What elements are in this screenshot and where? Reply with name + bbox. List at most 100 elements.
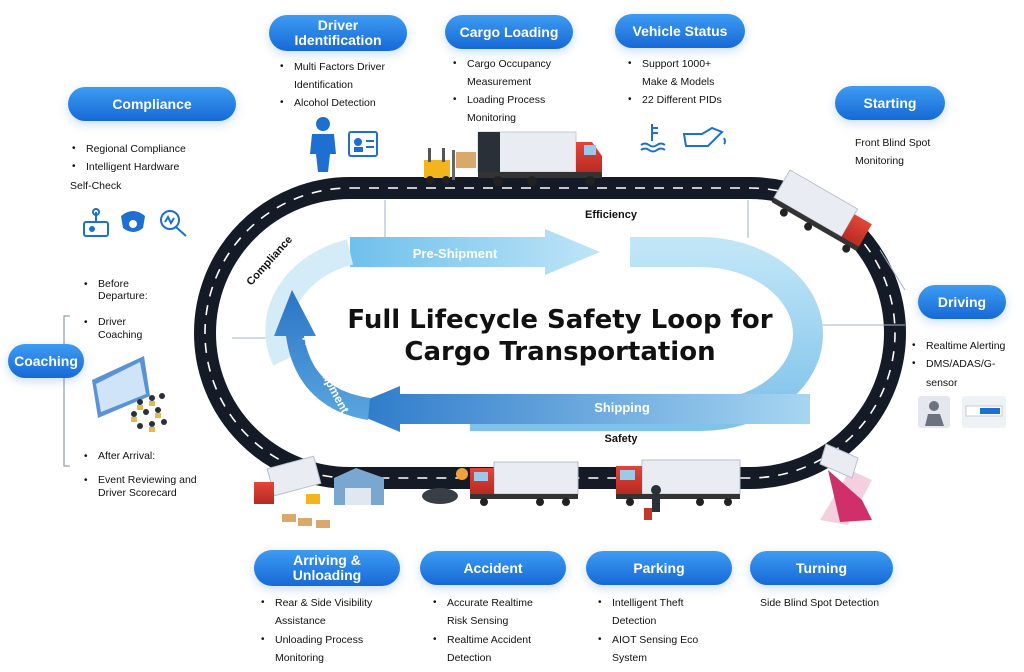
driver-identification-list: Multi Factors Driver: [278, 58, 385, 76]
driver-monitor-icon: [918, 396, 950, 428]
stage-starting: Starting: [835, 86, 945, 120]
driving-list: Realtime Alerting DMS/ADAS/G-: [910, 337, 1005, 373]
device-icon: [962, 396, 1006, 428]
list-item: Realtime Alerting: [910, 337, 1005, 355]
compliance-list: Regional Compliance Intelligent Hardware: [70, 140, 186, 176]
truck-icon: [477, 131, 602, 186]
parking-list-2: AIOT Sensing Eco: [596, 631, 698, 649]
temperature-icon: [640, 124, 666, 153]
road-track: [194, 177, 906, 489]
list-item-continuation: Measurement: [467, 76, 532, 88]
pre-shipment-arrow: [350, 229, 600, 275]
driver-identification-title-line2: Identification: [294, 32, 382, 48]
stage-parking: Parking: [586, 551, 732, 585]
list-item: Accurate Realtime: [431, 594, 533, 612]
driver-identification-list-2: Alcohol Detection: [278, 94, 376, 112]
cargo-loading-list: Cargo Occupancy: [451, 55, 551, 73]
list-item-continuation: Assistance: [275, 615, 326, 627]
arriving-list-2: Unloading Process: [259, 631, 363, 649]
list-item: Realtime Accident: [431, 631, 531, 649]
stage-arriving-unloading: Arriving & Unloading: [254, 550, 400, 586]
cargo-loading-list-2: Loading Process: [451, 91, 545, 109]
stage-driving: Driving: [918, 285, 1006, 319]
list-item: DMS/ADAS/G-: [910, 355, 1005, 373]
starting-truck-icon: [771, 169, 872, 253]
list-item: Support 1000+: [626, 55, 711, 73]
list-item-continuation: Detection: [612, 615, 657, 627]
driver-icon: [310, 117, 336, 172]
starting-text-line2: Monitoring: [855, 155, 905, 167]
parking-truck-icon: [616, 459, 741, 520]
camera-dome-icon: [121, 211, 145, 232]
arriving-title-line1: Arriving &: [293, 552, 361, 568]
list-item: Cargo Occupancy: [451, 55, 551, 73]
coaching-before-list: Before: [82, 278, 129, 291]
list-item: Unloading Process: [259, 631, 363, 649]
stage-compliance: Compliance: [68, 87, 236, 121]
pre-shipment-label: Pre-Shipment: [413, 246, 498, 261]
list-item: Loading Process: [451, 91, 545, 109]
shipping-arrow: [345, 386, 810, 432]
list-item-continuation: sensor: [926, 377, 958, 389]
safety-label: Safety: [604, 433, 638, 445]
list-item: Multi Factors Driver: [278, 58, 385, 76]
classroom-icon: [92, 356, 167, 432]
list-item-continuation: Coaching: [98, 329, 143, 341]
list-item-continuation: Detection: [447, 652, 492, 664]
coaching-after-list: After Arrival:: [82, 450, 155, 463]
stage-turning: Turning: [750, 551, 893, 585]
stage-vehicle-status: Vehicle Status: [615, 14, 745, 48]
list-item-continuation: Monitoring: [467, 112, 517, 124]
list-item: After Arrival:: [82, 450, 155, 463]
list-item: Regional Compliance: [70, 140, 186, 158]
list-item-continuation: Identification: [294, 79, 353, 91]
list-item-continuation: System: [612, 652, 648, 664]
efficiency-label: Efficiency: [585, 209, 638, 221]
turning-truck-icon: [819, 443, 872, 525]
parking-list: Intelligent Theft: [596, 594, 684, 612]
coaching-driver-list: Driver: [82, 316, 126, 329]
arriving-list: Rear & Side Visibility: [259, 594, 372, 612]
diagram-title-line1: Full Lifecycle Safety Loop for: [347, 305, 772, 335]
stage-cargo-loading: Cargo Loading: [445, 15, 573, 49]
stage-driver-identification: Driver Identification: [269, 15, 407, 51]
list-item: Before: [82, 278, 129, 291]
list-item-continuation: Self-Check: [70, 180, 122, 192]
list-item: Rear & Side Visibility: [259, 594, 372, 612]
list-item: Driver: [82, 316, 126, 329]
stage-accident: Accident: [420, 551, 566, 585]
list-item: Intelligent Theft: [596, 594, 684, 612]
vehicle-status-list-2: 22 Different PIDs: [626, 91, 722, 109]
search-icon: [160, 210, 187, 237]
list-item: Intelligent Hardware: [70, 158, 186, 176]
list-item: AIOT Sensing Eco: [596, 631, 698, 649]
list-item: 22 Different PIDs: [626, 91, 722, 109]
warehouse-icon: [254, 455, 384, 528]
stage-coaching: Coaching: [8, 344, 84, 378]
list-item-continuation: Departure:: [98, 290, 148, 302]
list-item: Event Reviewing and: [82, 474, 197, 487]
driver-identification-title-line1: Driver: [317, 17, 359, 33]
connector-lines: [232, 200, 906, 339]
shipping-label: Shipping: [594, 400, 650, 415]
oil-icon: [682, 126, 726, 147]
accident-list: Accurate Realtime: [431, 594, 533, 612]
id-card-icon: [348, 131, 378, 157]
coaching-bracket: [63, 315, 70, 467]
coaching-event-list: Event Reviewing and: [82, 474, 197, 487]
arriving-title-line2: Unloading: [292, 567, 362, 583]
diagram-title-line2: Cargo Transportation: [404, 337, 715, 367]
vehicle-status-list: Support 1000+: [626, 55, 711, 73]
list-item-continuation: Make & Models: [642, 76, 715, 88]
list-item-continuation: Monitoring: [275, 652, 325, 664]
list-item: Alcohol Detection: [278, 94, 376, 112]
after-shipment-arrow: [274, 290, 370, 420]
starting-text-line1: Front Blind Spot: [855, 137, 931, 149]
dashcam-icon: [83, 208, 109, 237]
accident-list-2: Realtime Accident: [431, 631, 531, 649]
turning-text: Side Blind Spot Detection: [760, 597, 880, 609]
list-item-continuation: Driver Scorecard: [98, 487, 177, 499]
flow-ring: [265, 229, 823, 432]
forklift-icon: [424, 148, 476, 184]
